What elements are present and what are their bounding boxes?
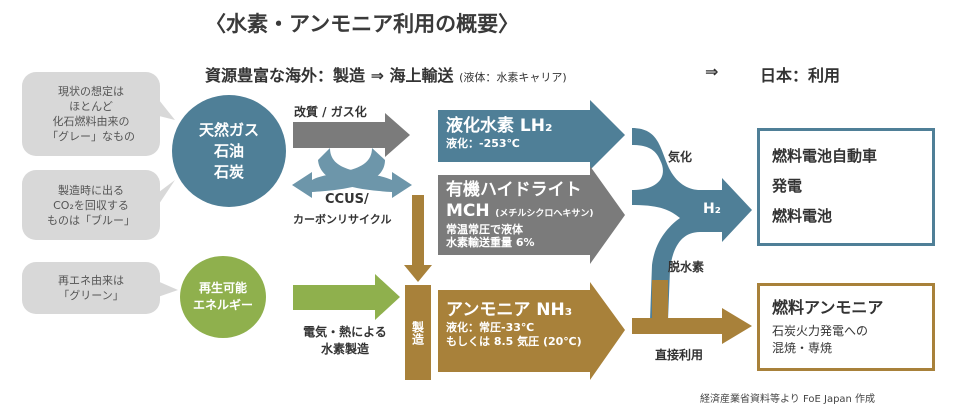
- bubble-line: 化石燃料由来の: [52, 115, 130, 128]
- header-japan: 日本：利用: [760, 66, 841, 85]
- source-label: 石炭: [213, 162, 244, 181]
- ammonia-use-line: 混焼・専焼: [772, 341, 833, 355]
- nh3-note: もしくは 8.5 気圧 (20℃): [446, 335, 582, 348]
- mch-note: 常温常圧で液体: [446, 222, 523, 236]
- header-overseas-label: 資源豊富な海外：製造 ⇒ 海上輸送: [205, 66, 454, 85]
- mch-carrier: 有機ハイドライト MCH (メチルシクロヘキサン) 常温常圧で液体 水素輸送重量…: [446, 180, 593, 250]
- h2-merge-arrow: [632, 128, 752, 320]
- source-label: 石油: [213, 141, 244, 160]
- source-credit: 経済産業省資料等より FoE Japan 作成: [700, 394, 876, 405]
- ccus-arrow-left: [292, 148, 385, 198]
- mch-name: 有機ハイドライト: [446, 180, 582, 200]
- nh3-arrow: [438, 282, 625, 380]
- header-overseas: 資源豊富な海外：製造 ⇒ 海上輸送 (液体：水素キャリア): [205, 62, 567, 86]
- bubble-tail: [155, 95, 175, 120]
- lh2-arrow: [438, 100, 625, 170]
- nh3-carrier: アンモニア NH₃ 液化：常圧-33℃ もしくは 8.5 気圧 (20℃): [446, 300, 582, 349]
- bubble-line: 現状の想定は: [58, 85, 124, 98]
- mch-note: 水素輸送重量 6%: [446, 236, 535, 250]
- direct-use-arrow: [632, 280, 752, 344]
- hydrogen-uses-box: 燃料電池自動車 発電 燃料電池: [757, 128, 935, 246]
- bubble-line: ものは「ブルー」: [47, 213, 135, 227]
- lh2-name: 液化水素 LH₂: [446, 116, 553, 136]
- electric-label-2: 水素製造: [320, 342, 369, 356]
- nh3-note: 液化：常圧-33℃: [446, 321, 535, 335]
- use-item: 発電: [772, 177, 803, 195]
- reform-label: 改質 / ガス化: [294, 105, 367, 119]
- source-label: 再生可能: [198, 281, 247, 295]
- lh2-note: 液化：-253℃: [446, 137, 520, 151]
- carbon-recycle-label: カーボンリサイクル: [293, 213, 392, 226]
- direct-use-label: 直接利用: [655, 348, 704, 362]
- use-item: 燃料電池: [772, 207, 833, 225]
- bubble-line: ほとんど: [69, 100, 113, 113]
- nh3-name: アンモニア NH₃: [446, 300, 573, 320]
- renewable-arrow: [293, 274, 400, 320]
- mch-arrow: [438, 166, 625, 264]
- use-item: 燃料電池自動車: [772, 147, 878, 165]
- fossil-source-circle: 天然ガス石油石炭: [172, 95, 286, 207]
- dehydrogenate-label: 脱水素: [668, 260, 705, 274]
- bubble-line: 再エネ由来は: [58, 274, 124, 287]
- reform-arrow: [293, 113, 410, 157]
- source-label: 天然ガス: [198, 120, 259, 139]
- page-title: 〈水素・アンモニア利用の概要〉: [205, 12, 520, 36]
- down-arrow: [404, 195, 432, 282]
- ccus-arrow-right: [318, 148, 412, 198]
- header-carrier-note: (液体：水素キャリア): [459, 71, 567, 84]
- bubble-grey: 現状の想定はほとんど化石燃料由来の「グレー」なもの: [22, 72, 160, 156]
- ccus-label: CCUS/: [325, 192, 369, 207]
- h2-label: H₂: [703, 201, 721, 217]
- electric-label: 電気・熱による: [303, 325, 387, 339]
- bubble-line: 製造時に出る: [58, 183, 124, 197]
- renewable-source-circle: 再生可能エネルギー: [180, 256, 266, 338]
- vaporize-label: 気化: [668, 150, 693, 164]
- ammonia-use-line: 石炭火力発電への: [772, 324, 869, 338]
- lh2-carrier: 液化水素 LH₂ 液化：-253℃: [446, 116, 552, 151]
- ammonia-uses-box: 燃料アンモニア 石炭火力発電への 混焼・専焼: [757, 283, 935, 371]
- bubble-green: 再エネ由来は「グリーン」: [22, 262, 160, 314]
- header-arrow: ⇒: [705, 62, 719, 81]
- mch-full-name: (メチルシクロヘキサン): [495, 209, 594, 220]
- ammonia-use-title: 燃料アンモニア: [772, 298, 884, 317]
- bubble-line: 「グレー」なもの: [47, 130, 135, 143]
- bubble-line: CO₂を回収する: [53, 198, 129, 212]
- bubble-line: 「グリーン」: [58, 289, 124, 302]
- source-label: エネルギー: [192, 298, 253, 312]
- bubble-tail: [155, 180, 175, 210]
- mch-abbr: MCH: [446, 201, 490, 222]
- manufacture-box: 製造: [405, 285, 431, 380]
- bubble-tail: [155, 280, 178, 298]
